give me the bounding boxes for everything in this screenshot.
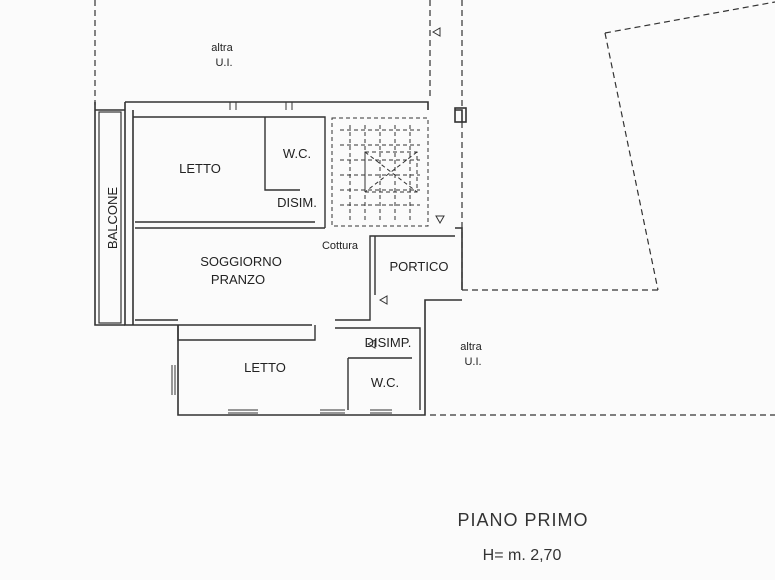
balcone-structure — [98, 111, 122, 324]
windows — [171, 102, 392, 414]
disim-label: DISIM. — [277, 195, 317, 210]
wc-1-label: W.C. — [283, 146, 311, 161]
altra-ui-top-label-1: altra — [211, 42, 233, 54]
dashed-boundaries — [94, 0, 775, 416]
portico-label: PORTICO — [390, 259, 449, 274]
outer-walls — [94, 101, 467, 416]
letto-1-label: LETTO — [179, 161, 221, 176]
soggiorno-label-2: PRANZO — [211, 272, 265, 287]
floor-height: H= m. 2,70 — [483, 547, 562, 564]
soggiorno-label-1: SOGGIORNO — [200, 254, 282, 269]
floor-name: PIANO PRIMO — [457, 510, 588, 530]
wc-2-label: W.C. — [371, 375, 399, 390]
altra-ui-top-label-2: U.I. — [215, 57, 232, 69]
disimp-label: DISIMP. — [365, 335, 412, 350]
altra-ui-right-label-1: altra — [460, 341, 482, 353]
interior-walls — [133, 116, 455, 410]
balcone-label: BALCONE — [105, 187, 120, 249]
altra-ui-right-label-2: U.I. — [464, 356, 481, 368]
cottura-label: Cottura — [322, 240, 359, 252]
arrows — [366, 27, 445, 349]
letto-2-label: LETTO — [244, 360, 286, 375]
staircase — [331, 117, 429, 227]
